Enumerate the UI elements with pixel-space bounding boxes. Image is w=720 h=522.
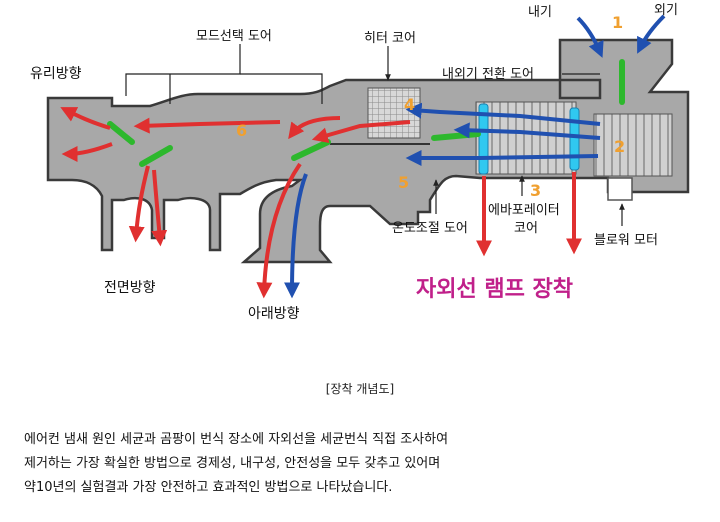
description-line-1: 에어컨 냄새 원인 세균과 곰팡이 번식 장소에 자외선을 세균번식 직접 조사… [24, 432, 449, 447]
arrow-inside-air [576, 16, 604, 58]
label-windshield: 유리방향 [30, 66, 82, 82]
arrow-front-1 [128, 165, 150, 243]
door-mode-upper [291, 139, 331, 161]
arrow-windshield-2 [61, 142, 113, 162]
hvac-housing [46, 38, 690, 264]
blower-motor [607, 177, 633, 201]
arrow-windshield [60, 107, 111, 130]
door-mode-front [139, 145, 173, 167]
hot-air-arrows [60, 107, 582, 299]
arrow-cold-lower [405, 150, 599, 166]
label-blower: 블로워 모터 [594, 233, 658, 248]
number-5: 5 [398, 173, 409, 192]
label-outside-air: 외기 [654, 3, 678, 18]
label-evaporator-1: 에바포레이터 [488, 203, 560, 218]
hvac-diagram: 내기 외기 모드선택 도어 히터 코어 내외기 전환 도어 유리방향 전면방향 … [30, 3, 690, 322]
label-mode-door: 모드선택 도어 [196, 29, 272, 44]
arrow-front-2 [151, 169, 168, 247]
number-2: 2 [614, 137, 625, 156]
label-down: 아래방향 [248, 306, 300, 322]
label-temp-door: 온도조절 도어 [392, 221, 468, 236]
arrow-outside-air [637, 14, 666, 54]
arrow-cold-mid [453, 122, 601, 140]
arrow-hot-heater [311, 120, 411, 144]
number-6: 6 [236, 121, 247, 140]
label-recirc-door: 내외기 전환 도어 [442, 67, 534, 82]
arrow-down-red [256, 162, 302, 299]
door-temp [431, 131, 481, 141]
cold-air-arrows [284, 14, 666, 299]
leader-mode-door-2 [240, 73, 323, 104]
door-mode-windshield [107, 121, 135, 145]
description-line-2: 제거하는 가장 확실한 방법으로 경제성, 내구성, 안전성을 모두 갖추고 있… [24, 456, 441, 471]
number-4: 4 [404, 95, 415, 114]
label-heater-core: 히터 코어 [364, 31, 416, 46]
description-line-3: 약10년의 실험결과 가장 안전하고 효과적인 방법으로 나타났습니다. [24, 480, 393, 495]
label-inside-air: 내기 [528, 5, 552, 20]
number-1: 1 [612, 13, 623, 32]
leader-mode-door [125, 44, 241, 96]
arrow-hot-upper [288, 116, 341, 140]
leader-lines [125, 44, 625, 226]
uv-lamp-title: 자외선 램프 장착 [416, 277, 573, 302]
arrow-cold-upper [405, 102, 601, 126]
diagram-caption: [장착 개념도] [325, 382, 395, 396]
description: 에어컨 냄새 원인 세균과 곰팡이 번식 장소에 자외선을 세균번식 직접 조사… [24, 428, 704, 500]
blower-fins [593, 113, 673, 177]
arrow-down-blue [284, 173, 308, 299]
arrow-mode-left [133, 117, 281, 134]
uv-lamp-right [569, 107, 580, 171]
label-front: 전면방향 [104, 280, 156, 296]
number-3: 3 [530, 181, 541, 200]
doors [107, 59, 625, 167]
label-evaporator-2: 코어 [514, 221, 538, 236]
